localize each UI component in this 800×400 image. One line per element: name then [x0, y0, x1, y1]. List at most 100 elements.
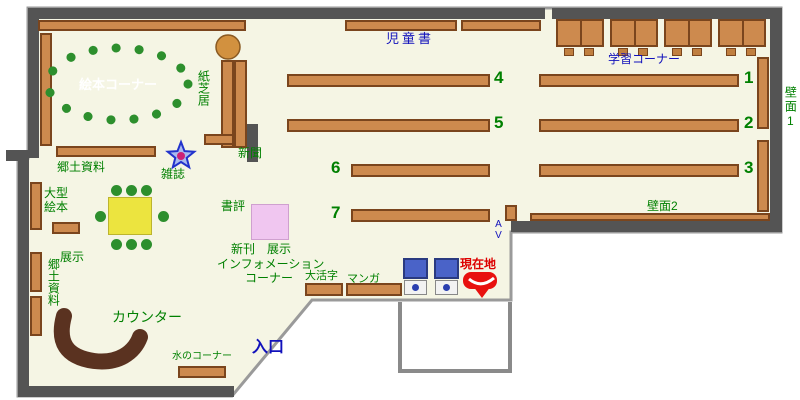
label-large-print: 大活字 — [305, 270, 338, 282]
desk-divider — [742, 21, 744, 45]
wall-left-lower — [18, 158, 29, 397]
bookshelf-4 — [287, 74, 490, 87]
search-terminal-1 — [403, 258, 428, 296]
label-picture-book-corner: 絵本コーナー — [78, 77, 157, 92]
desk-divider — [688, 21, 690, 45]
wall2-shelf — [530, 213, 770, 221]
kamishibai-shelf-1 — [221, 60, 234, 148]
label-newspaper: 新聞 — [238, 146, 263, 160]
chair — [141, 239, 152, 250]
shelf-number-2: 2 — [744, 113, 754, 132]
search-terminal-2 — [434, 258, 459, 296]
newspaper-shelf — [204, 134, 234, 145]
manga-shelf — [346, 283, 402, 296]
label-wall-2: 壁面2 — [647, 199, 678, 213]
label-children-books: 児童書 — [386, 31, 435, 46]
label-kamishibai: 紙芝居 — [196, 70, 211, 106]
label-entrance: 入口 — [252, 339, 285, 356]
study-seat — [618, 48, 628, 56]
label-information-line2: コーナー — [245, 271, 294, 285]
chair — [141, 185, 152, 196]
study-seat — [692, 48, 702, 56]
shelf-number-6: 6 — [331, 158, 341, 177]
study-seat — [672, 48, 682, 56]
large-picture-books-shelf — [30, 182, 42, 230]
label-local-materials-left: 郷土資料 — [46, 258, 61, 306]
children-books-shelf-2 — [461, 20, 541, 31]
study-seat — [726, 48, 736, 56]
bookshelf-5 — [287, 119, 490, 132]
desk-divider — [634, 21, 636, 45]
study-desk-4 — [718, 19, 766, 47]
bookshelf-1 — [539, 74, 739, 87]
study-seat — [564, 48, 574, 56]
wall-right — [770, 8, 782, 232]
study-seat — [746, 48, 756, 56]
large-print-shelf — [305, 283, 343, 296]
picture-book-room-top-shelf — [38, 20, 246, 31]
wall-main-bottom — [511, 221, 781, 232]
terminal-button — [412, 284, 419, 291]
bookshelf-7 — [351, 209, 490, 222]
shelf-number-7: 7 — [331, 203, 341, 222]
reading-table — [108, 197, 152, 235]
desk-divider — [580, 21, 582, 45]
study-seat — [638, 48, 648, 56]
shelf-number-5: 5 — [494, 113, 504, 132]
children-books-shelf-1 — [345, 20, 457, 31]
local-materials-shelf-b — [30, 296, 42, 336]
label-counter: カウンター — [112, 309, 182, 325]
chair — [126, 239, 137, 250]
label-av: AV — [493, 219, 504, 241]
chair — [158, 211, 169, 222]
water-corner-shelf — [178, 366, 226, 378]
terminal-screen — [403, 258, 428, 279]
wall-top-right — [552, 8, 781, 19]
bookshelf-2 — [539, 119, 739, 132]
wall1-shelf-a — [757, 57, 769, 129]
counter-desk — [53, 308, 148, 370]
label-exhibit-left: 展示 — [60, 250, 85, 264]
label-book-review: 書評 — [221, 199, 246, 213]
label-local-materials-top: 郷土資料 — [57, 160, 106, 174]
av-shelf — [505, 205, 517, 221]
picture-book-corner-seat-ring — [43, 43, 193, 125]
terminal-screen — [434, 258, 459, 279]
shelf-number-4: 4 — [494, 68, 504, 87]
shelf-number-3: 3 — [744, 158, 754, 177]
current-location-marker-icon — [463, 272, 497, 298]
new-books-display-stand — [251, 204, 289, 240]
magazine-star-center — [177, 152, 185, 160]
wall-left-upper — [28, 8, 39, 158]
label-large-picture-books: 大型絵本 — [44, 186, 69, 215]
label-water-corner: 水のコーナー — [172, 351, 232, 362]
label-magazine: 雑誌 — [161, 167, 186, 181]
study-desk-3 — [664, 19, 712, 47]
kamishibai-round-table — [215, 34, 241, 60]
wall-bottom-left — [18, 386, 234, 397]
exhibit-shelf-left — [52, 222, 80, 234]
stairs-outline — [398, 302, 512, 373]
label-exhibit-center: 展示 — [267, 242, 292, 256]
local-materials-shelf-top — [56, 146, 156, 157]
wall-top-left — [28, 8, 545, 19]
kamishibai-shelf-2 — [234, 60, 247, 148]
study-desk-1 — [556, 19, 604, 47]
chair — [111, 239, 122, 250]
label-wall-1: 壁面1 — [783, 86, 798, 130]
terminal-button — [443, 284, 450, 291]
bookshelf-3 — [539, 164, 739, 177]
bookshelf-6 — [351, 164, 490, 177]
local-materials-shelf-a — [30, 252, 42, 292]
wall-room-divider — [247, 124, 258, 162]
wall1-shelf-b — [757, 140, 769, 212]
chair — [126, 185, 137, 196]
study-desk-2 — [610, 19, 658, 47]
shelf-number-1: 1 — [744, 68, 754, 87]
label-new-arrivals: 新刊 — [231, 242, 256, 256]
wall-left-stub — [6, 150, 29, 161]
study-seat — [584, 48, 594, 56]
chair — [111, 185, 122, 196]
chair — [95, 211, 106, 222]
